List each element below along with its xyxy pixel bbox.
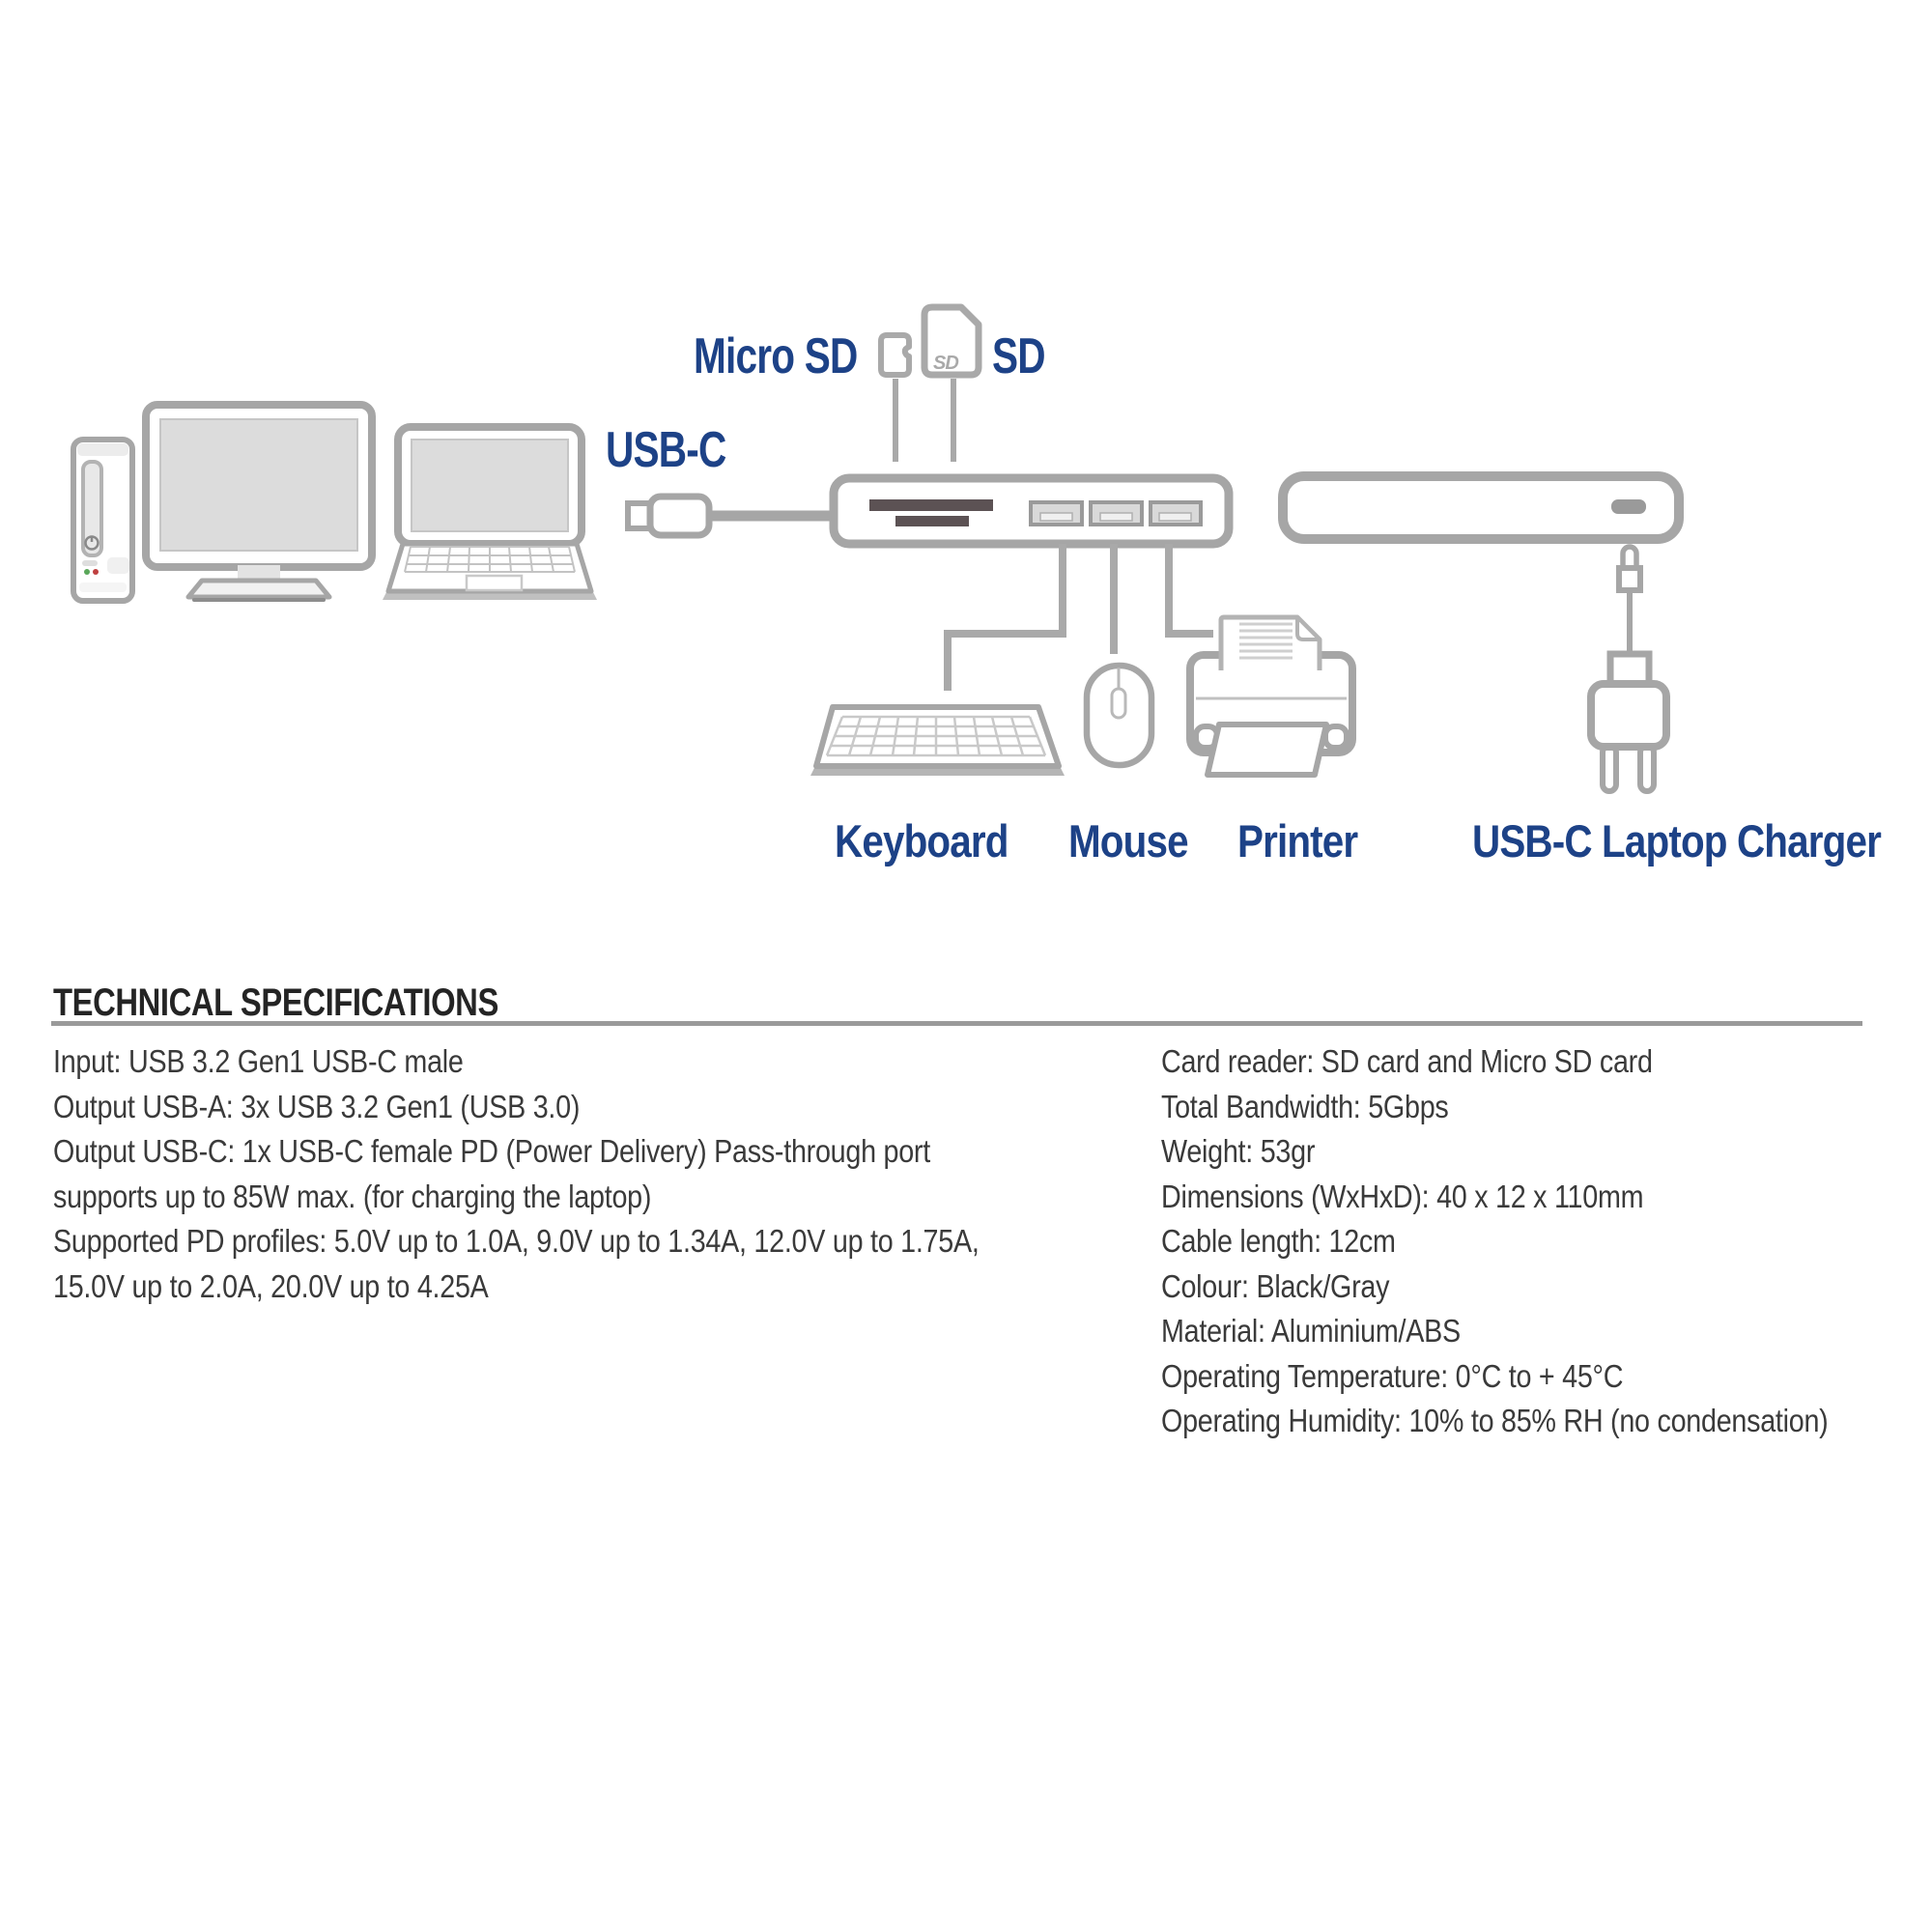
spec-line: Weight: 53gr xyxy=(1161,1133,1316,1169)
printer-connection-line xyxy=(1165,544,1213,638)
laptop-screen xyxy=(411,439,569,532)
monitor-icon xyxy=(142,401,376,602)
spec-line: Material: Aluminium/ABS xyxy=(1161,1313,1461,1349)
sd-card-icon: SD xyxy=(921,303,982,462)
laptop-icon xyxy=(383,423,597,600)
usb-a-port-3 xyxy=(1149,500,1203,526)
printer-icon xyxy=(1186,614,1356,778)
specs-left-column: Input: USB 3.2 Gen1 USB-C male Output US… xyxy=(53,1039,980,1309)
spec-line: Colour: Black/Gray xyxy=(1161,1267,1390,1304)
keyboard-key-grid xyxy=(825,715,1047,757)
charger-prong-right xyxy=(1637,743,1657,794)
laptop-touchpad xyxy=(465,574,524,592)
tower-drive-slot xyxy=(81,460,103,557)
spec-line: Card reader: SD card and Micro SD card xyxy=(1161,1043,1653,1079)
spec-line: Output USB-A: 3x USB 3.2 Gen1 (USB 3.0) xyxy=(53,1088,581,1124)
peripheral-connection-lines xyxy=(944,544,1213,691)
mouse-scroll-wheel xyxy=(1110,687,1127,720)
charger-body xyxy=(1587,680,1670,751)
label-micro-sd: Micro SD xyxy=(694,328,858,384)
label-usb-c-laptop-charger: USB-C Laptop Charger xyxy=(1472,815,1882,867)
sd-logo: SD xyxy=(933,353,958,374)
spec-line: Output USB-C: 1x USB-C female PD (Power … xyxy=(53,1133,930,1169)
power-led-green xyxy=(84,569,90,575)
spec-line: Total Bandwidth: 5Gbps xyxy=(1161,1088,1449,1124)
spec-line: Input: USB 3.2 Gen1 USB-C male xyxy=(53,1043,464,1079)
spec-line: supports up to 85W max. (for charging th… xyxy=(53,1178,652,1214)
specs-right-column: Card reader: SD card and Micro SD card T… xyxy=(1161,1039,1829,1444)
keyboard-icon xyxy=(810,704,1065,776)
usb-c-plug-icon xyxy=(625,493,835,539)
specs-divider xyxy=(51,1021,1862,1026)
passthrough-device-icon xyxy=(1278,471,1684,544)
usb-a-port-2 xyxy=(1089,500,1144,526)
monitor-stand xyxy=(185,578,332,600)
spec-line: Cable length: 12cm xyxy=(1161,1223,1396,1259)
spec-line: Operating Temperature: 0°C to + 45°C xyxy=(1161,1357,1624,1394)
label-printer: Printer xyxy=(1237,815,1358,867)
label-sd: SD xyxy=(992,328,1046,384)
laptop-keyboard-grid xyxy=(404,546,576,573)
mouse-icon xyxy=(1083,662,1155,769)
spec-line: Supported PD profiles: 5.0V up to 1.0A, … xyxy=(53,1223,980,1259)
desktop-pc-icon xyxy=(71,437,135,604)
specs-heading: TECHNICAL SPECIFICATIONS xyxy=(53,981,498,1024)
hub-device-icon xyxy=(829,473,1234,549)
charger-icon xyxy=(1587,544,1670,794)
charger-prong-left xyxy=(1600,743,1619,794)
sd-card-slot xyxy=(869,499,993,511)
micro-sd-slot xyxy=(895,516,969,526)
usb-c-pd-port xyxy=(1611,499,1646,514)
spec-line: Operating Humidity: 10% to 85% RH (no co… xyxy=(1161,1403,1829,1438)
monitor-screen xyxy=(159,418,358,552)
spec-line: 15.0V up to 2.0A, 20.0V up to 4.25A xyxy=(53,1267,489,1304)
micro-sd-card-icon xyxy=(878,332,912,462)
label-mouse: Mouse xyxy=(1068,815,1189,867)
hdd-led-red xyxy=(93,569,99,575)
printer-output-tray xyxy=(1205,722,1329,778)
label-usb-c: USB-C xyxy=(606,422,726,478)
usb-a-port-1 xyxy=(1029,500,1084,526)
label-keyboard: Keyboard xyxy=(835,815,1009,867)
keyboard-connection-line xyxy=(944,544,1066,691)
spec-line: Dimensions (WxHxD): 40 x 12 x 110mm xyxy=(1161,1178,1644,1214)
